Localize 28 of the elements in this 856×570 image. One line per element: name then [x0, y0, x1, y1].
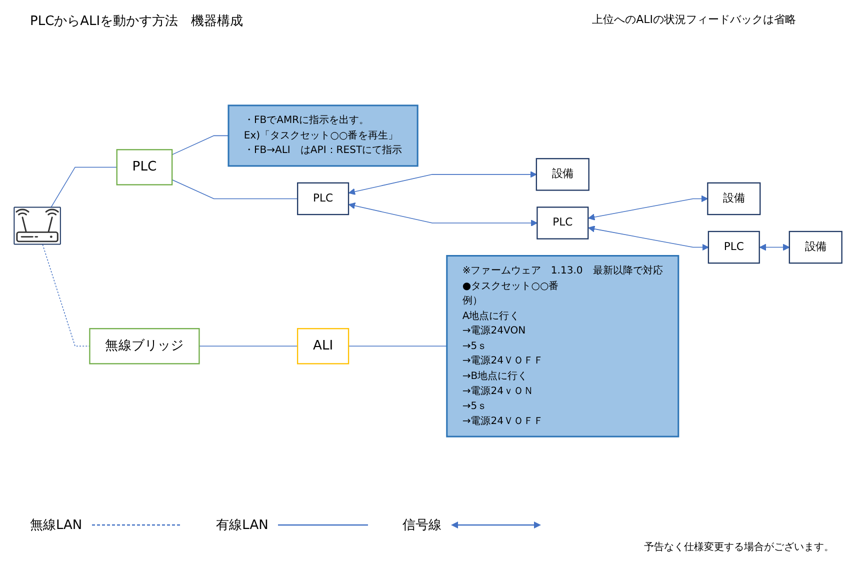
node-box: 無線ブリッジ	[89, 328, 200, 364]
diagram-title: PLCからALIを動かす方法 機器構成	[30, 13, 244, 30]
node-box: 設備	[536, 158, 590, 191]
arrow	[348, 202, 538, 226]
node-box: 設備	[788, 230, 842, 264]
node-box: ALI	[296, 328, 350, 364]
connector	[172, 179, 298, 200]
connector	[42, 244, 90, 347]
node-box: PLC	[708, 230, 760, 264]
arrow	[588, 226, 709, 251]
node-box: 設備	[707, 182, 761, 216]
legend-label: 無線LAN	[30, 517, 82, 534]
arrow	[348, 171, 537, 195]
note-text: 上位へのALIの状況フィードバックは省略	[592, 12, 796, 27]
legend-label: 信号線	[402, 517, 442, 534]
node-box: ・FBでAMRに指示を出す。 Ex)「タスクセット○○番を再生」 ・FB→ALI はAPI：RESTにて指示	[228, 104, 418, 167]
arrow	[588, 195, 708, 220]
node-box: PLC	[116, 149, 173, 186]
connector	[50, 166, 118, 208]
connector	[172, 135, 229, 156]
connector	[348, 346, 448, 347]
note-text: 予告なく仕様変更する場合がございます。	[644, 540, 834, 554]
connector	[198, 346, 298, 347]
legend-label: 有線LAN	[216, 517, 268, 534]
node-box: PLC	[297, 182, 350, 216]
arrow	[759, 244, 790, 251]
node-box: ※ファームウェア 1.13.0 最新以降で対応 ●タスクセット○○番 例） A地点に行く →電源24VON →5ｓ →電源24ＶＯＦＦ →B地点に行く →電源24ｖＯＮ →5ｓ →電源24ＶＯＦＦ	[446, 255, 680, 438]
node-box: PLC	[536, 206, 589, 240]
